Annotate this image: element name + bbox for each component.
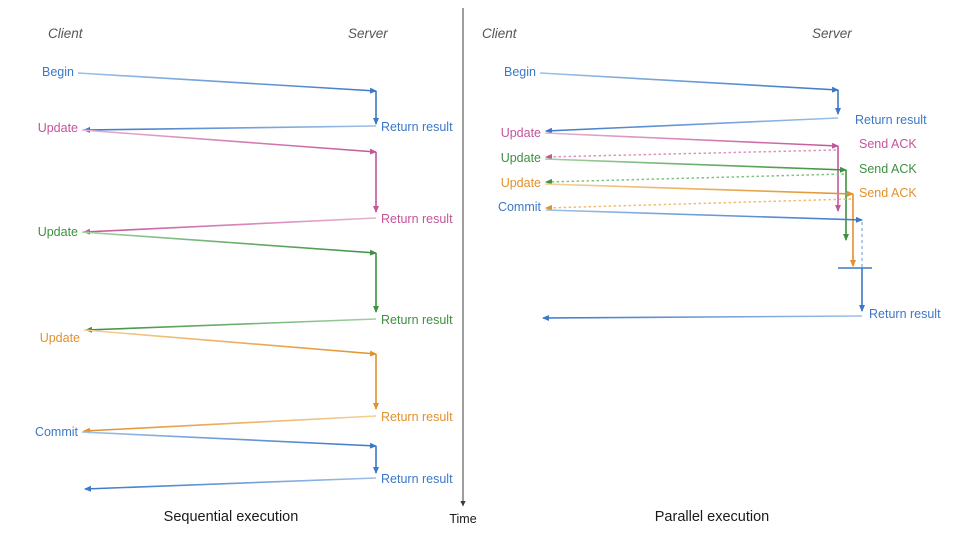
right-panel-caption: Parallel execution: [655, 509, 769, 525]
left-arrow-begin: [77, 72, 377, 94]
left-server-actor-label: Server: [348, 26, 388, 41]
left-label-update-3: Update: [40, 331, 80, 345]
right-arrow-begin: [539, 72, 839, 93]
right-label-ack-1: Send ACK: [859, 137, 917, 151]
left-arrow-update-3: [83, 329, 377, 357]
right-label-ack-2: Send ACK: [859, 162, 917, 176]
left-label-update-1: Update: [38, 121, 78, 135]
right-server-actor-label: Server: [812, 26, 852, 41]
left-client-actor-label: Client: [48, 26, 84, 41]
left-arrow-update-2: [81, 231, 377, 256]
left-label-update-2: Update: [38, 225, 78, 239]
right-label-return-begin: Return result: [855, 113, 927, 127]
left-panel-caption: Sequential execution: [164, 509, 299, 525]
left-label-return-3: Return result: [381, 313, 453, 327]
left-arrow-return-1: [83, 125, 377, 133]
right-arrow-update-2: [544, 158, 847, 173]
left-arrow-return-4: [83, 415, 377, 434]
right-arrow-commit: [545, 209, 863, 223]
right-label-begin: Begin: [504, 65, 536, 79]
left-label-return-2: Return result: [381, 212, 453, 226]
left-panel-group: Client Server Begin Up: [35, 26, 453, 525]
left-arrow-return-5: [84, 477, 377, 492]
right-label-update-3: Update: [501, 176, 541, 190]
right-client-actor-label: Client: [482, 26, 518, 41]
right-arrow-return-begin: [545, 117, 839, 134]
right-arrow-ack-1: [545, 149, 837, 160]
left-label-return-5: Return result: [381, 472, 453, 486]
right-arrow-ack-3: [545, 198, 852, 211]
right-arrow-update-3: [544, 183, 854, 197]
right-arrow-update-1: [544, 132, 839, 149]
time-axis-label: Time: [449, 512, 476, 526]
left-label-return-4: Return result: [381, 410, 453, 424]
left-arrow-return-2: [83, 217, 377, 235]
left-arrow-commit: [81, 431, 377, 449]
left-arrow-return-3: [85, 318, 377, 333]
left-label-return-1: Return result: [381, 120, 453, 134]
left-label-commit: Commit: [35, 425, 79, 439]
right-label-ack-3: Send ACK: [859, 186, 917, 200]
right-label-commit: Commit: [498, 200, 542, 214]
left-arrow-update-1: [81, 129, 377, 155]
right-panel-group: Client Server: [482, 26, 941, 525]
right-arrow-return-final: [542, 314, 863, 321]
right-label-return-final: Return result: [869, 307, 941, 321]
left-label-begin: Begin: [42, 65, 74, 79]
right-label-update-1: Update: [501, 126, 541, 140]
right-arrow-ack-2: [545, 173, 845, 185]
right-label-update-2: Update: [501, 151, 541, 165]
